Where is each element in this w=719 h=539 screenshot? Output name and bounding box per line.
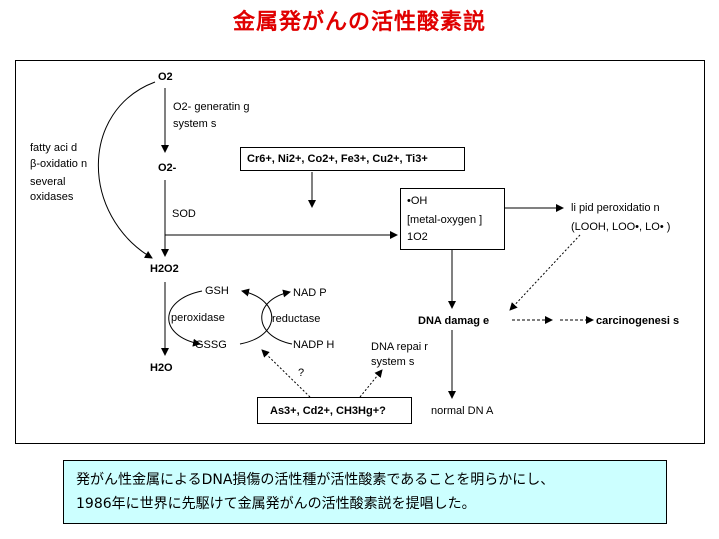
- nadph-label: NADP H: [293, 339, 335, 351]
- nadp-label: NAD P: [293, 287, 327, 299]
- arrow-inhibitor-to-reductase: [261, 349, 311, 398]
- o2-generating-label-2: system s: [173, 118, 217, 130]
- hydroxyl-radical-label: •OH: [407, 195, 428, 207]
- singlet-oxygen-label: 1O2: [407, 231, 428, 243]
- dna-repair-label-2: system s: [371, 356, 415, 368]
- reactive-oxygen-box: •OH [metal-oxygen ] 1O2: [400, 188, 505, 250]
- gsh-label: GSH: [205, 285, 229, 297]
- o2-label: O2: [158, 71, 173, 83]
- metals-box: Cr6+, Ni2+, Co2+, Fe3+, Cu2+, Ti3+: [240, 147, 465, 171]
- diagram-frame: [15, 60, 705, 444]
- arrow-inhibitor-to-repair: [359, 369, 383, 398]
- h2o-label: H2O: [150, 362, 173, 374]
- page-title: 金属発がんの活性酸素説: [232, 10, 486, 35]
- lipid-peroxidation-label: li pid peroxidatio n: [571, 202, 660, 214]
- peroxidase-label: peroxidase: [171, 312, 225, 324]
- fatty-acid-label-3: several: [30, 176, 66, 188]
- fatty-acid-label-2: β-oxidatio n: [30, 158, 88, 170]
- arrow-nadph-to-nadp: [261, 289, 293, 345]
- arrow-gsh-to-gssg: [168, 290, 203, 347]
- fatty-acid-label-4: oxidases: [30, 191, 74, 203]
- superoxide-label: O2-: [158, 162, 177, 174]
- normal-dna-label: normal DN A: [431, 405, 494, 417]
- inhibitor-metals-label: As3+, Cd2+, CH3Hg+?: [270, 405, 386, 417]
- h2o2-label: H2O2: [150, 263, 179, 275]
- arrow-curve-o2-to-h2o2: [97, 81, 156, 259]
- metals-label: Cr6+, Ni2+, Co2+, Fe3+, Cu2+, Ti3+: [247, 153, 428, 165]
- summary-caption: 発がん性金属によるDNA損傷の活性種が活性酸素であることを明らかにし、 1986…: [63, 460, 667, 524]
- lipid-radicals-label: (LOOH, LOO•, LO• ): [571, 221, 671, 233]
- carcinogenesis-label: carcinogenesi s: [596, 315, 680, 327]
- o2-generating-label-1: O2- generatin g: [173, 101, 250, 113]
- gssg-label: GSSG: [195, 339, 227, 351]
- dna-repair-label-1: DNA repai r: [371, 341, 428, 353]
- inhibitor-metals-box: As3+, Cd2+, CH3Hg+?: [257, 397, 412, 424]
- question-mark: ?: [298, 367, 305, 379]
- sod-label: SOD: [172, 208, 196, 220]
- metal-oxygen-label: [metal-oxygen ]: [407, 214, 483, 226]
- fatty-acid-label-1: fatty aci d: [30, 142, 78, 154]
- summary-line-2: 1986年に世界に先駆けて金属発がんの活性酸素説を提唱した。: [76, 496, 476, 512]
- summary-line-1: 発がん性金属によるDNA損傷の活性種が活性酸素であることを明らかにし、: [76, 472, 555, 488]
- dna-damage-label: DNA damag e: [418, 315, 490, 327]
- reductase-label: reductase: [272, 313, 321, 325]
- arrow-lipid-to-dna: [509, 234, 581, 311]
- arrow-gssg-to-gsh: [239, 288, 273, 345]
